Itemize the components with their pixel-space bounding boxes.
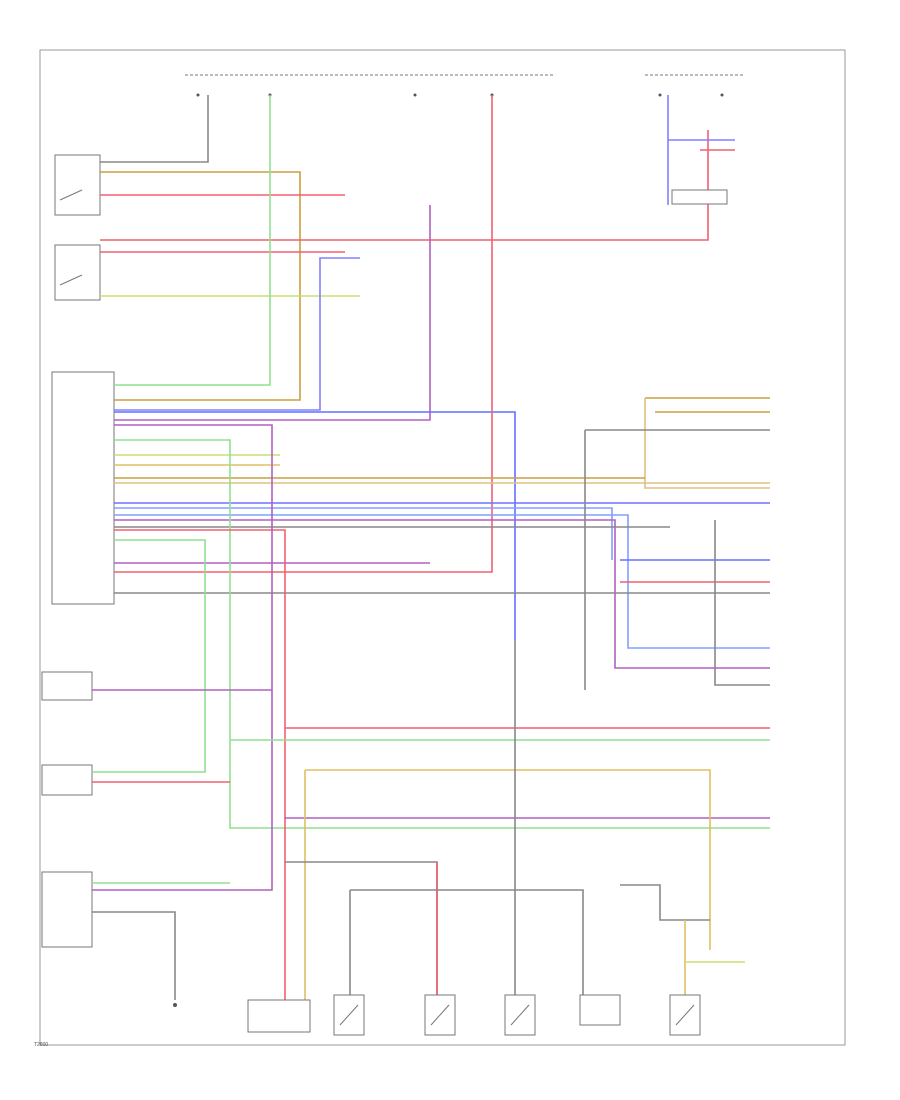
top-right-group <box>667 95 735 205</box>
power-door-lock-module <box>51 371 115 605</box>
fuse-supplies <box>185 74 745 97</box>
diagram-border <box>39 49 846 1046</box>
relay-block-left <box>54 154 101 301</box>
driver-lock-actuator <box>41 871 93 948</box>
left-rear-door-switch <box>41 764 93 796</box>
driver-door-switch <box>41 671 93 701</box>
diagram-code: T2800 <box>34 1042 49 1048</box>
bottom-components <box>173 994 701 1036</box>
wiring <box>92 95 770 1000</box>
